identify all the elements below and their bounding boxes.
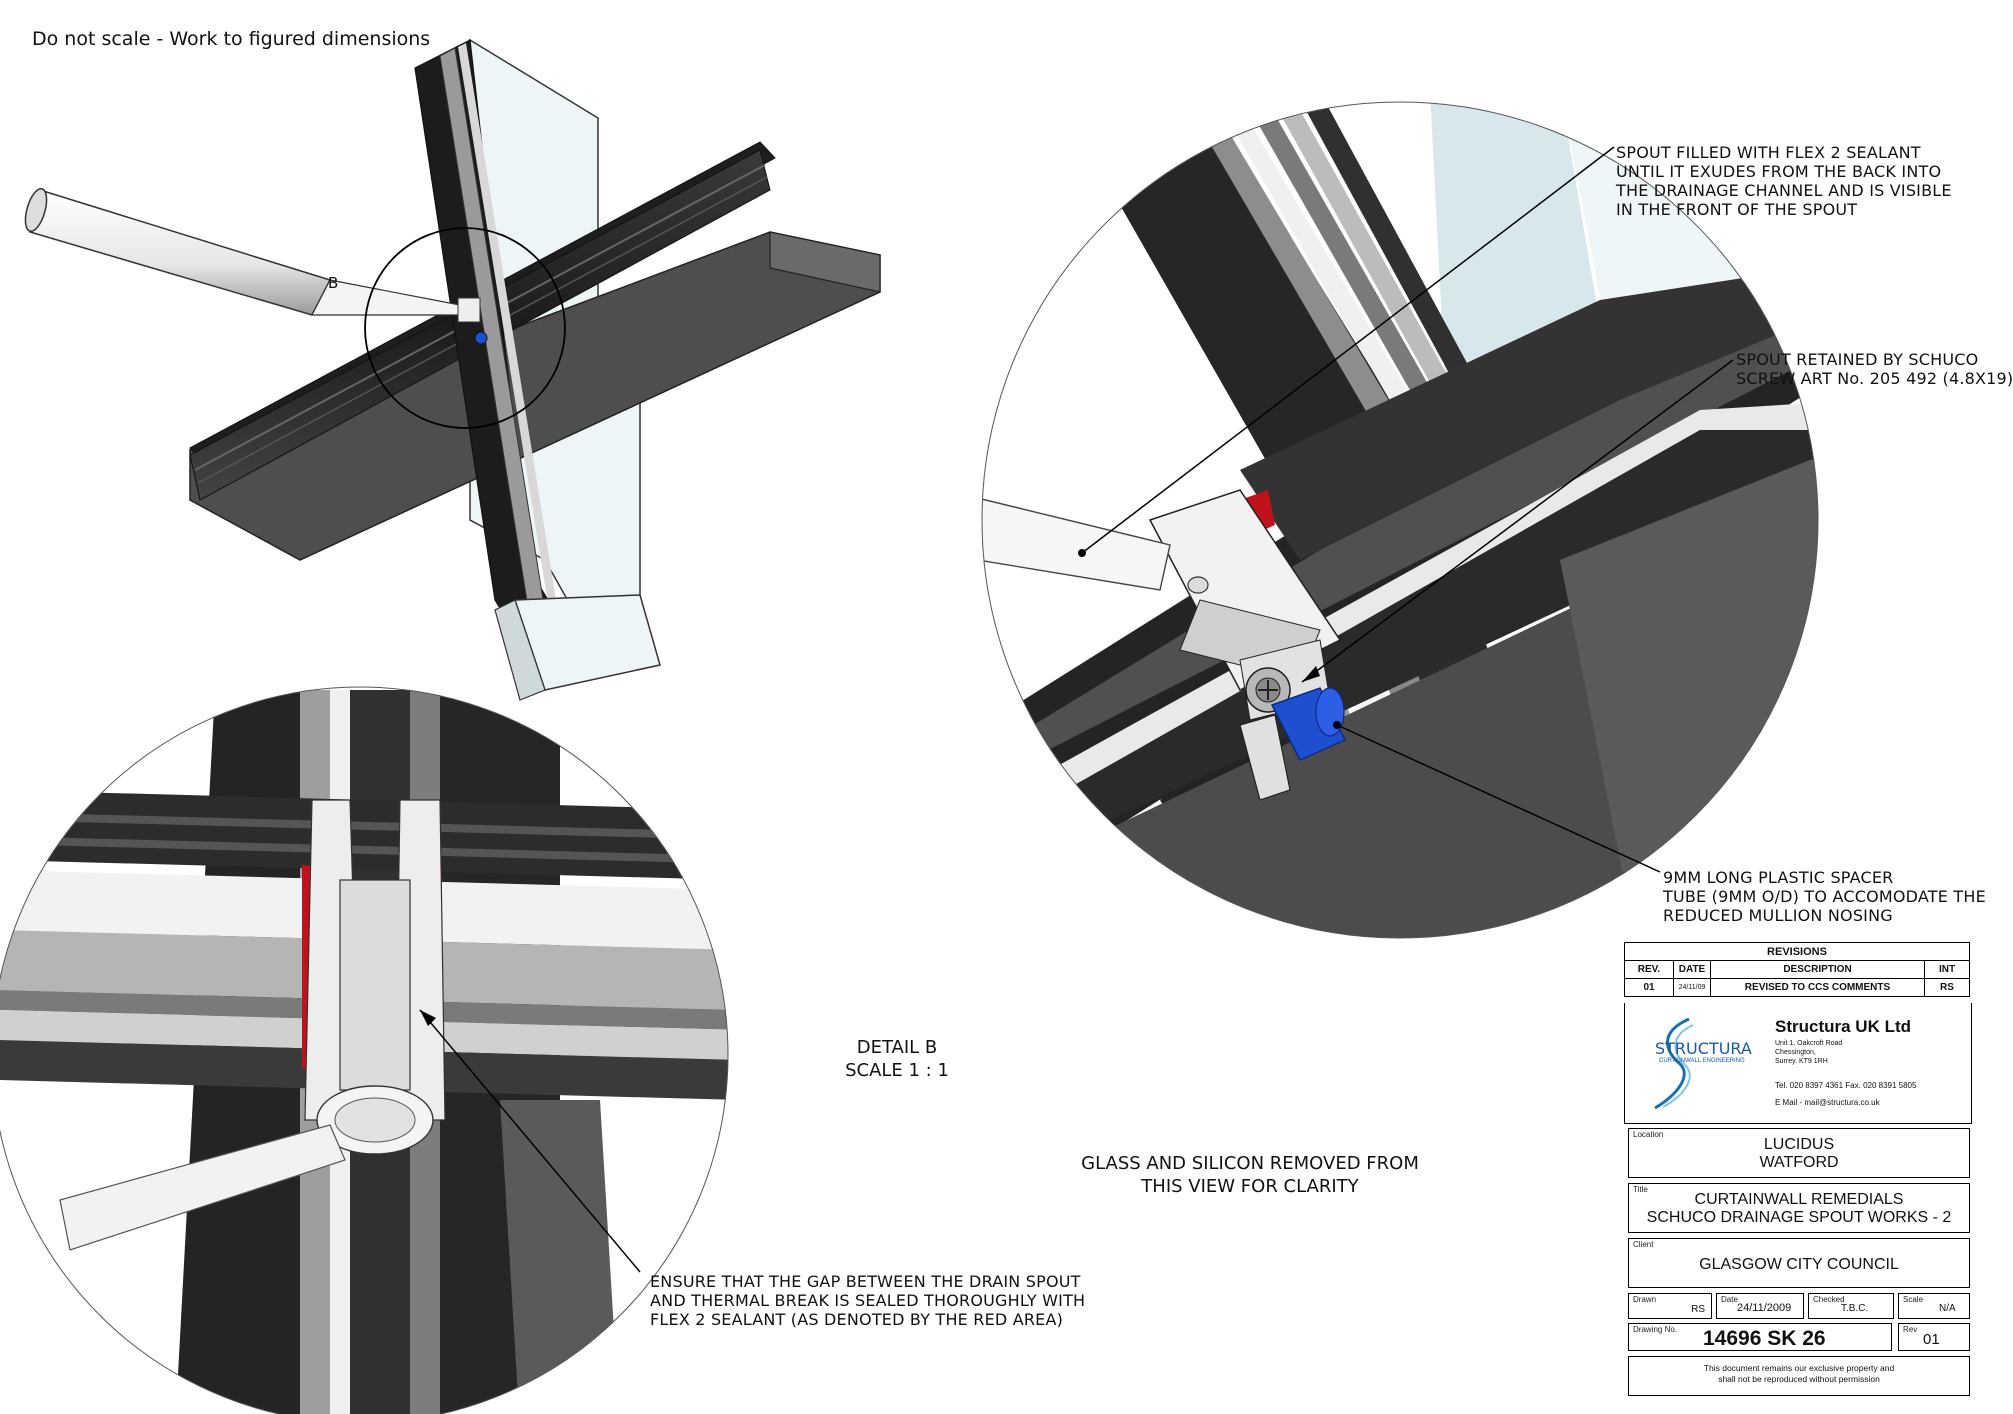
address-line: Unit 1, Oakcroft Road bbox=[1775, 1040, 1843, 1047]
location-caption: Location bbox=[1633, 1130, 1664, 1139]
detail-marker-label: B bbox=[328, 274, 339, 292]
structura-logo bbox=[1654, 1017, 1694, 1110]
drawn-box: Drawn RS bbox=[1628, 1293, 1712, 1319]
drawing-number: 14696 SK 26 bbox=[1703, 1327, 1826, 1350]
address-line: Surrey. KT9 1RH bbox=[1775, 1058, 1828, 1065]
detail-title: DETAIL B bbox=[856, 1037, 938, 1058]
disclaimer-box: This document remains our exclusive prop… bbox=[1628, 1356, 1970, 1396]
drawing-number-caption: Drawing No. bbox=[1633, 1325, 1678, 1334]
drawn-caption: Drawn bbox=[1633, 1295, 1657, 1304]
detail-label: DETAIL B SCALE 1 : 1 bbox=[832, 1036, 962, 1082]
revisions-table: REVISIONS REV. DATE DESCRIPTION INT 01 2… bbox=[1624, 942, 1970, 997]
note-spout-filled: SPOUT FILLED WITH FLEX 2 SEALANT UNTIL I… bbox=[1616, 143, 1952, 219]
location-line2: WATFORD bbox=[1759, 1154, 1839, 1171]
overview-assembly bbox=[24, 38, 881, 701]
location-line1: LUCIDUS bbox=[1763, 1136, 1835, 1153]
scale-note: Do not scale - Work to figured dimension… bbox=[32, 28, 431, 50]
detail-b-view bbox=[982, 102, 1818, 938]
title-caption: Title bbox=[1633, 1185, 1648, 1194]
note-spacer: 9MM LONG PLASTIC SPACER TUBE (9MM O/D) T… bbox=[1663, 868, 1986, 925]
note-ensure-gap: ENSURE THAT THE GAP BETWEEN THE DRAIN SP… bbox=[650, 1272, 1086, 1329]
date-caption: Date bbox=[1721, 1295, 1738, 1304]
address-line: Chessington, bbox=[1775, 1049, 1816, 1056]
location-box: Location LUCIDUS WATFORD bbox=[1628, 1128, 1970, 1178]
checked-box: Checked T.B.C. bbox=[1808, 1293, 1894, 1319]
scale-caption: Scale bbox=[1903, 1295, 1924, 1304]
company-address: Unit 1, Oakcroft Road Chessington, Surre… bbox=[1775, 1039, 1842, 1066]
section-nozzle bbox=[59, 1124, 346, 1251]
title-line1: CURTAINWALL REMEDIALS bbox=[1694, 1191, 1904, 1208]
leader-spacer bbox=[1336, 724, 1661, 873]
rev-value: 01 bbox=[1923, 1331, 1940, 1348]
description-cell: REVISED TO CCS COMMENTS bbox=[1710, 978, 1925, 997]
date-value: 24/11/2009 bbox=[1737, 1302, 1792, 1314]
client-caption: Client bbox=[1633, 1240, 1654, 1249]
leader-ensure-gap bbox=[419, 1009, 641, 1273]
overview-sealant-tube bbox=[29, 189, 332, 316]
title-line2: SCHUCO DRAINAGE SPOUT WORKS - 2 bbox=[1646, 1209, 1952, 1226]
checked-value: T.B.C. bbox=[1841, 1303, 1869, 1314]
leader-spout-filled bbox=[1081, 146, 1615, 554]
detail-b-nozzle bbox=[982, 439, 1171, 591]
drawn-value: RS bbox=[1691, 1304, 1705, 1315]
client-value: GLASGOW CITY COUNCIL bbox=[1699, 1256, 1899, 1273]
rev-cell: 01 bbox=[1624, 978, 1674, 997]
detail-scale: SCALE 1 : 1 bbox=[845, 1060, 949, 1081]
date-box: Date 24/11/2009 bbox=[1716, 1293, 1804, 1319]
scale-box: Scale N/A bbox=[1898, 1293, 1970, 1319]
glass-removed-note: GLASS AND SILICON REMOVED FROM THIS VIEW… bbox=[1081, 1153, 1419, 1197]
int-cell: RS bbox=[1924, 978, 1970, 997]
table-row: 01 24/11/09 REVISED TO CCS COMMENTS RS bbox=[1624, 978, 1970, 997]
client-box: Client GLASGOW CITY COUNCIL bbox=[1628, 1238, 1970, 1288]
revisions-title: REVISIONS bbox=[1624, 942, 1970, 961]
date-col-header: DATE bbox=[1673, 960, 1711, 979]
rev-box: Rev 01 bbox=[1898, 1323, 1970, 1351]
rev-col-header: REV. bbox=[1624, 960, 1674, 979]
checked-caption: Checked bbox=[1813, 1295, 1845, 1304]
description-col-header: DESCRIPTION bbox=[1710, 960, 1925, 979]
company-email: E Mail - mail@structura.co.uk bbox=[1775, 1098, 1880, 1107]
overview-detail-circle bbox=[364, 227, 566, 429]
drawing-number-box: Drawing No. 14696 SK 26 bbox=[1628, 1323, 1892, 1351]
leader-lines bbox=[419, 146, 1734, 1273]
scale-value: N/A bbox=[1939, 1303, 1956, 1314]
title-box: Title CURTAINWALL REMEDIALS SCHUCO DRAIN… bbox=[1628, 1183, 1970, 1233]
company-block: STRUCTURA CURTAINWALL ENGINEERING Struct… bbox=[1624, 1003, 1972, 1124]
note-spout-retained: SPOUT RETAINED BY SCHUCO SCREW ART No. 2… bbox=[1736, 350, 2013, 388]
date-cell: 24/11/09 bbox=[1673, 978, 1711, 997]
company-name: Structura UK Ltd bbox=[1775, 1017, 1911, 1036]
leader-spout-retained bbox=[1301, 359, 1734, 683]
section-view bbox=[0, 687, 728, 1414]
disclaimer-text: This document remains our exclusive prop… bbox=[1703, 1363, 1895, 1384]
logo-sub: CURTAINWALL ENGINEERING bbox=[1659, 1058, 1745, 1064]
company-phone: Tel. 020 8397 4361 Fax. 020 8391 5805 bbox=[1775, 1081, 1917, 1090]
rev-caption: Rev bbox=[1903, 1325, 1918, 1334]
overview-spacer bbox=[474, 331, 488, 345]
logo-word: STRUCTURA bbox=[1655, 1039, 1752, 1058]
int-col-header: INT bbox=[1924, 960, 1970, 979]
